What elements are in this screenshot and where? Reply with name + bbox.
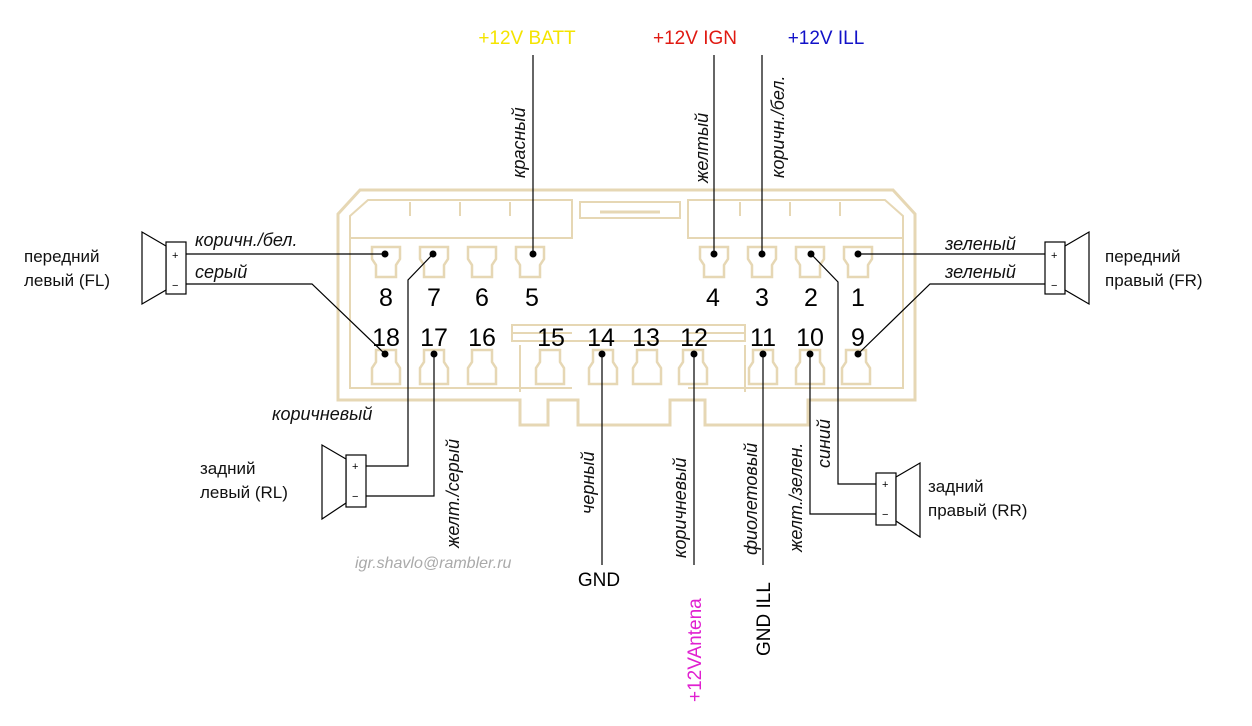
speaker-rr-icon bbox=[875, 461, 921, 539]
pin-numbers: 8 7 6 5 4 3 2 1 18 17 16 15 14 13 12 11 … bbox=[372, 284, 865, 352]
wire-rr-minus bbox=[809, 354, 876, 515]
wire-label-green-fr-2: зеленый bbox=[944, 262, 1016, 282]
pin-13: 13 bbox=[632, 324, 660, 352]
speaker-fr-minus: − bbox=[1051, 280, 1057, 292]
wire-label-violet: фиолетовый bbox=[741, 443, 761, 555]
wire-rl-minus bbox=[366, 354, 435, 497]
wire-label-brown-antenna: коричневый bbox=[670, 458, 690, 558]
wire-label-brown-white-fl: коричн./бел. bbox=[195, 230, 297, 250]
pin-15: 15 bbox=[537, 324, 565, 352]
pin-4: 4 bbox=[706, 284, 720, 312]
wire-fl-minus bbox=[186, 283, 386, 355]
speaker-fr-plus: + bbox=[1051, 250, 1057, 262]
wire-label-black: черный bbox=[578, 452, 598, 515]
pin-12: 12 bbox=[680, 324, 708, 352]
wire-label-blue: синий bbox=[814, 419, 834, 468]
wire-fr-minus bbox=[857, 283, 1045, 355]
wire-label-yellow-green: желт./зелен. bbox=[786, 443, 806, 553]
speaker-rl-plus: + bbox=[352, 461, 358, 473]
speaker-fl-icon bbox=[141, 230, 187, 306]
pin-dots bbox=[381, 250, 862, 358]
watermark: igr.shavlo@rambler.ru bbox=[355, 555, 512, 572]
speaker-fl-label-1: передний bbox=[24, 247, 100, 266]
pin-7: 7 bbox=[427, 284, 441, 312]
speaker-rl-icon bbox=[321, 443, 367, 521]
wire-label-red: красный bbox=[509, 107, 529, 178]
wire-label-brown-rl: коричневый bbox=[272, 404, 372, 424]
pin-9: 9 bbox=[851, 324, 865, 352]
wire-label-yellow-gray: желт./серый bbox=[443, 439, 463, 549]
pin-3: 3 bbox=[755, 284, 769, 312]
label-12v-ill: +12V ILL bbox=[788, 28, 865, 49]
wire-label-gray-fl: серый bbox=[195, 262, 247, 282]
pin-5: 5 bbox=[525, 284, 539, 312]
label-12v-antenna: +12VAntena bbox=[685, 598, 706, 702]
wire-label-green-fr-1: зеленый bbox=[944, 234, 1016, 254]
pin-2: 2 bbox=[804, 284, 818, 312]
pin-17: 17 bbox=[420, 324, 448, 352]
label-12v-batt: +12V BATT bbox=[478, 28, 576, 49]
bottom-row-sockets bbox=[370, 348, 872, 386]
speaker-rr-label-2: правый (RR) bbox=[928, 501, 1027, 520]
pin-6: 6 bbox=[475, 284, 489, 312]
label-12v-ign: +12V IGN bbox=[653, 28, 737, 49]
wire-label-yellow: желтый bbox=[692, 113, 712, 184]
wire-rl-plus bbox=[366, 253, 434, 467]
speaker-rl-label-2: левый (RL) bbox=[200, 483, 288, 502]
speaker-rl-minus: − bbox=[352, 491, 358, 503]
speaker-fl-label-2: левый (FL) bbox=[24, 271, 110, 290]
speaker-fr-icon bbox=[1044, 230, 1090, 306]
speaker-rr-label-1: задний bbox=[928, 477, 984, 496]
speaker-fr-label-1: передний bbox=[1105, 247, 1181, 266]
pin-18: 18 bbox=[372, 324, 400, 352]
pin-8: 8 bbox=[379, 284, 393, 312]
top-row-sockets bbox=[370, 245, 874, 279]
pin-10: 10 bbox=[796, 324, 824, 352]
wiring bbox=[186, 55, 1045, 565]
speaker-fl-plus: + bbox=[172, 250, 178, 262]
pin-14: 14 bbox=[587, 324, 615, 352]
speaker-fl-minus: − bbox=[172, 280, 178, 292]
pin-11: 11 bbox=[750, 324, 776, 352]
speaker-rl-label-1: задний bbox=[200, 459, 256, 478]
speaker-rr-plus: + bbox=[882, 479, 888, 491]
wire-rr-plus bbox=[810, 253, 876, 485]
speaker-rr-minus: − bbox=[882, 509, 888, 521]
wire-label-brown-white-top: коричн./бел. bbox=[768, 76, 788, 178]
pin-1: 1 bbox=[851, 284, 865, 312]
label-gnd: GND bbox=[578, 570, 620, 591]
pin-16: 16 bbox=[468, 324, 496, 352]
label-gnd-ill: GND ILL bbox=[754, 582, 775, 656]
connector-housing bbox=[336, 188, 917, 427]
speaker-fr-label-2: правый (FR) bbox=[1105, 271, 1203, 290]
